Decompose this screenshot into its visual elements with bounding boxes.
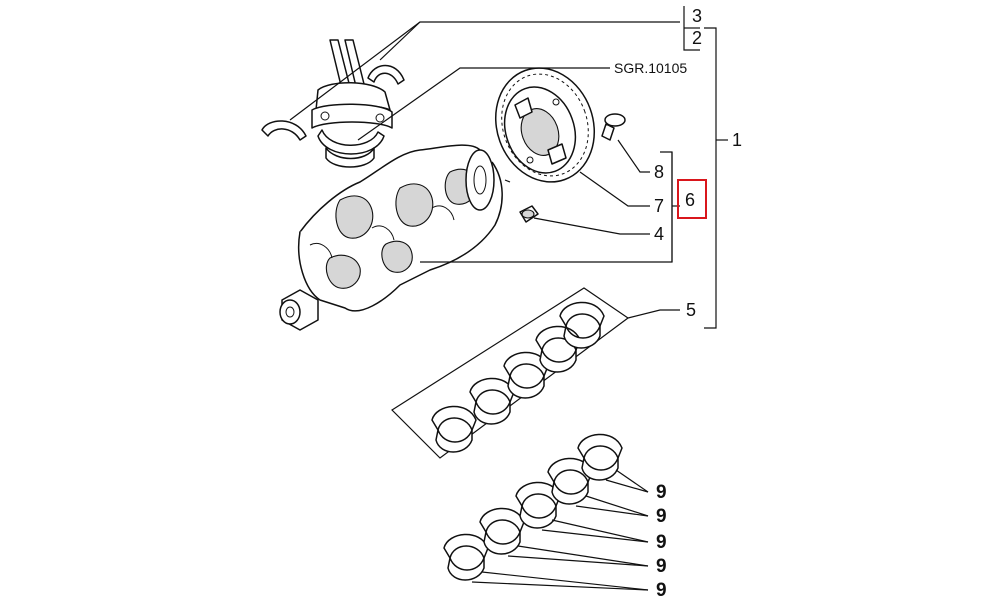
timing-pulley — [494, 67, 596, 183]
callout-9: 9 — [656, 506, 667, 527]
callout-6-highlight-box[interactable] — [677, 179, 707, 219]
callout-3: 3 — [692, 6, 702, 26]
callout-1: 1 — [732, 130, 742, 150]
callout-9: 9 — [656, 482, 667, 503]
callout-9: 9 — [656, 556, 667, 577]
rod-bearing-shell-upper — [367, 64, 405, 85]
woodruff-key — [519, 205, 539, 223]
bearing-shells-lower — [443, 433, 623, 581]
callout-4: 4 — [654, 224, 664, 244]
callout-9: 9 — [656, 532, 667, 553]
callout-sgr-10105: SGR.10105 — [614, 60, 687, 76]
rod-bearing-shell-left — [261, 120, 307, 141]
connecting-rod — [311, 39, 393, 129]
main-bearing-set-box — [391, 287, 680, 459]
pulley-bolt — [601, 113, 626, 141]
callout-6[interactable]: 6 — [685, 190, 695, 210]
callout-5: 5 — [686, 300, 696, 320]
callout-8: 8 — [654, 162, 664, 182]
crankshaft — [279, 144, 503, 331]
callout-2: 2 — [692, 28, 702, 48]
main-bearing-shells — [431, 301, 605, 453]
callout-7: 7 — [654, 196, 664, 216]
callout-9: 9 — [656, 580, 667, 600]
rod-cap — [317, 129, 385, 168]
